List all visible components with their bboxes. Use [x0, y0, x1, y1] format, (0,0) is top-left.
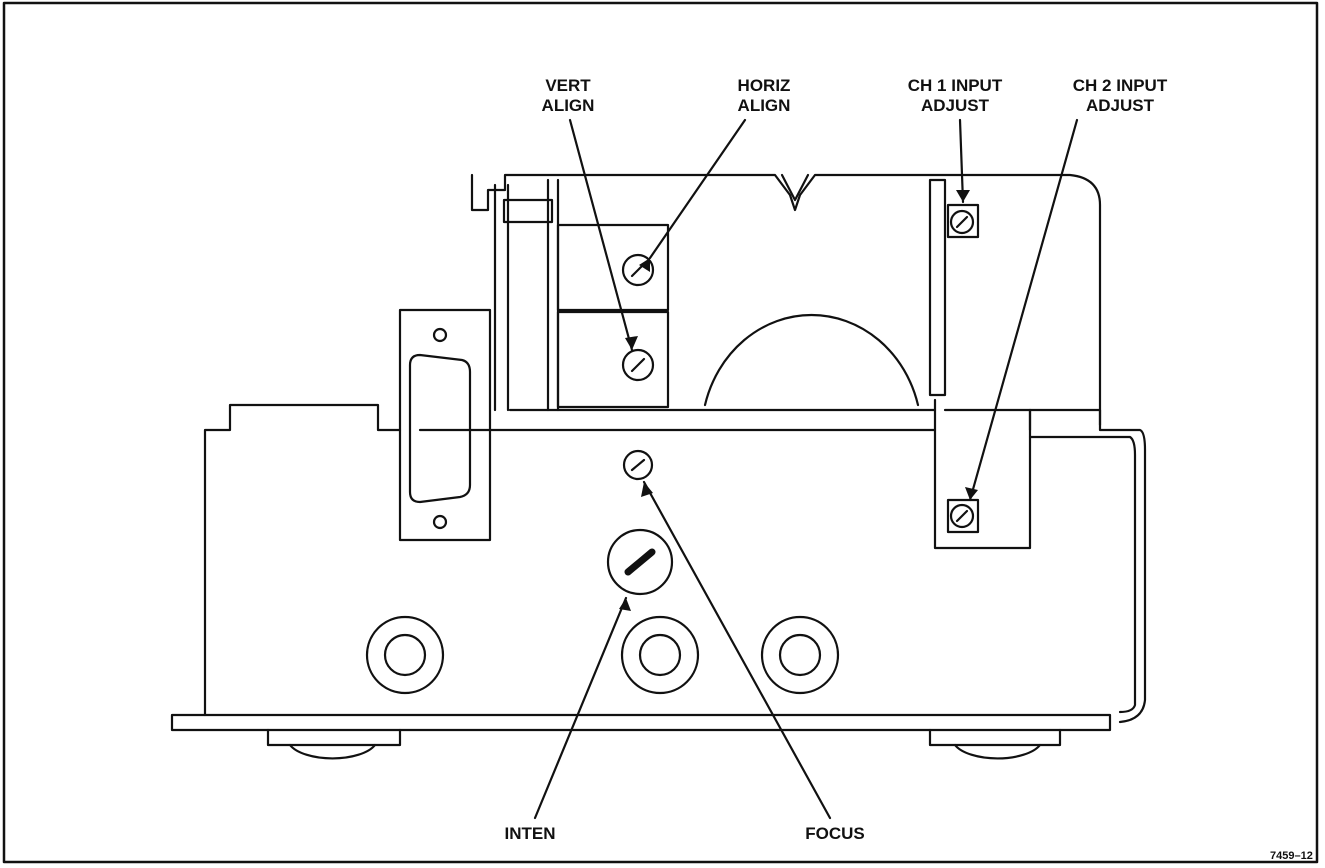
inten-label: INTEN	[504, 824, 556, 843]
arrowhead	[641, 482, 653, 497]
bottom-plate	[170, 713, 1112, 732]
crt-tube	[703, 314, 920, 407]
ch2-input-pot	[946, 498, 980, 534]
arrowhead	[965, 487, 978, 500]
right-foot	[928, 728, 1062, 747]
ch1-input-leader	[958, 118, 965, 204]
front-jacks	[365, 615, 840, 695]
arrowhead	[956, 190, 970, 202]
vert-align-leader	[568, 118, 634, 352]
arrowhead	[619, 598, 631, 611]
left-foot	[266, 728, 402, 747]
focus-label: FOCUS	[805, 824, 865, 843]
arrowhead	[639, 258, 650, 272]
vert-align-pot	[621, 348, 655, 382]
main-deck	[203, 403, 402, 717]
figure-number: 7459–12	[1270, 850, 1313, 862]
left-circuit-board	[493, 178, 560, 412]
arrowhead	[625, 336, 638, 350]
ch1-input-pot	[946, 203, 980, 239]
ch2-input-leader	[968, 118, 1079, 502]
right-circuit-board	[928, 178, 947, 397]
db9-connector	[398, 308, 492, 542]
inten-pot	[606, 528, 674, 596]
horiz-align-leader	[648, 118, 747, 260]
inten-leader	[533, 596, 628, 820]
focus-leader	[642, 480, 832, 820]
focus-pot	[622, 449, 654, 481]
upper-chassis-outline	[470, 173, 1102, 427]
